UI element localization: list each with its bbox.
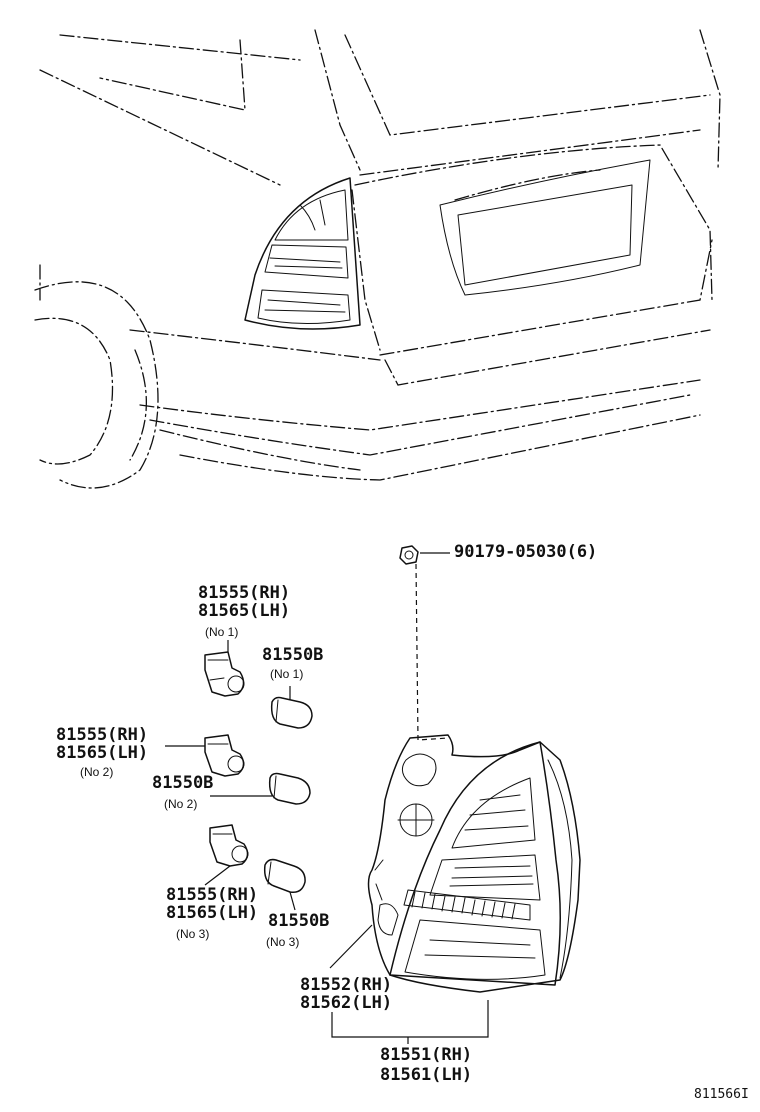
- socket-no1-rh: 81555(RH): [198, 583, 290, 603]
- vehicle-rear-illustration: [34, 29, 721, 489]
- diagram-code: 811566I: [694, 1087, 749, 1102]
- bulb-no1: [270, 686, 313, 729]
- socket-no1: [204, 640, 245, 697]
- tail-lamp-assembly: [367, 734, 581, 993]
- bulb-no1-note: (No 1): [270, 667, 303, 681]
- socket-no2-note: (No 2): [80, 765, 113, 779]
- socket-no3-note: (No 3): [176, 927, 209, 941]
- lens-lh: 81562(LH): [300, 993, 392, 1013]
- bulb-no3-note: (No 3): [266, 935, 299, 949]
- bulb-no3-part: 81550B: [268, 911, 329, 931]
- bulb-no3: [263, 858, 306, 911]
- bulb-no2-part: 81550B: [152, 773, 213, 793]
- assy-bracket: [331, 1000, 489, 1038]
- bulb-no1-part: 81550B: [262, 645, 323, 665]
- lens-rh: 81552(RH): [300, 975, 392, 995]
- bulb-no2-note: (No 2): [164, 797, 197, 811]
- socket-no3-rh: 81555(RH): [166, 885, 258, 905]
- bulb-no2: [210, 772, 311, 805]
- socket-no2-lh: 81565(LH): [56, 743, 148, 763]
- nut-part-number: 90179-05030(6): [454, 542, 597, 562]
- socket-no3-lh: 81565(LH): [166, 903, 258, 923]
- socket-no1-note: (No 1): [205, 625, 238, 639]
- lamp-assy-rh: 81551(RH): [380, 1045, 472, 1065]
- lens-leader: [329, 924, 373, 969]
- socket-no2-rh: 81555(RH): [56, 725, 148, 745]
- lamp-assy-lh: 81561(LH): [380, 1065, 472, 1085]
- socket-no3: [204, 824, 249, 886]
- socket-no1-lh: 81565(LH): [198, 601, 290, 621]
- nut-part: [399, 545, 450, 741]
- socket-no2: [165, 734, 245, 777]
